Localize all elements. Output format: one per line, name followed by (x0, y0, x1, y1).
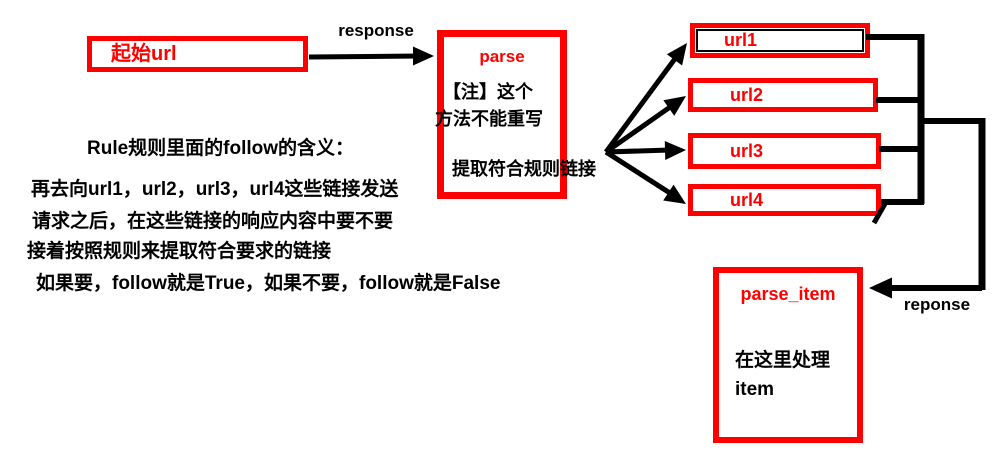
note-line-2: 再去向url1，url2，url3，url4这些链接发送 (31, 179, 399, 200)
url1-inner-frame: url1 (696, 29, 864, 52)
url4-box: url4 (688, 184, 881, 216)
parse-item-title: parse_item (740, 284, 836, 304)
response-arrow-line (308, 53, 421, 60)
parse-extract-line: 提取符合规则链接 (452, 159, 596, 179)
response-arrow-label: response (338, 21, 414, 40)
reponse-arrowhead-icon (869, 277, 892, 299)
response-arrowhead-icon (413, 46, 434, 66)
fanout-line-url4 (604, 149, 675, 198)
parse-item-body-line2: item (735, 379, 775, 400)
note-line-5: 如果要，follow就是True，如果不要，follow就是False (36, 273, 501, 294)
parse-item-body-line1: 在这里处理 (735, 350, 831, 371)
url3-box: url3 (688, 133, 881, 169)
fanout-line-url1 (603, 54, 680, 154)
url1-label: url1 (724, 30, 758, 50)
start-url-label: 起始url (111, 43, 177, 65)
parse-note-line1: 【注】这个 (443, 82, 533, 102)
start-url-box: 起始url (87, 36, 308, 72)
reponse-arrow-label: reponse (903, 295, 971, 314)
url4-label: url4 (730, 190, 764, 210)
parse-note-line2: 方法不能重写 (435, 109, 543, 129)
note-line-1: Rule规则里面的follow的含义： (87, 138, 355, 159)
parse-box: parse 【注】这个 方法不能重写 提取符合规则链接 (435, 30, 596, 199)
parse-box-title: parse (479, 47, 525, 66)
note-line-3: 请求之后，在这些链接的响应内容中要不要 (32, 211, 394, 232)
fanout-line-url3 (605, 147, 671, 155)
note-line-4: 接着按照规则来提取符合要求的链接 (27, 241, 332, 262)
fanout-arrowhead-url3-icon (664, 141, 686, 161)
url2-label: url2 (730, 85, 764, 105)
url1-box: url1 (690, 23, 870, 58)
url2-box: url2 (688, 78, 878, 112)
fanout-line-url2 (604, 102, 675, 155)
fanout-arrowhead-url4-icon (663, 184, 686, 204)
url3-label: url3 (730, 141, 764, 161)
parse-item-box: parse_item 在这里处理 item (713, 267, 863, 443)
